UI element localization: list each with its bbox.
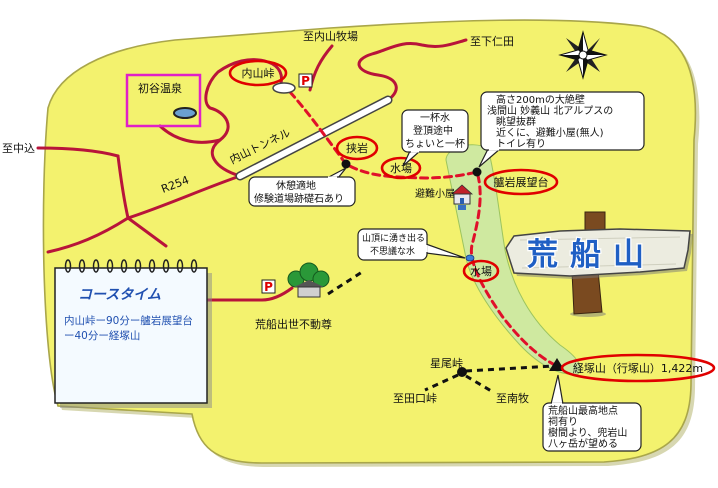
highlight-tomoiwa (483, 168, 559, 196)
road-to-fudoson (205, 286, 294, 302)
course-time-line: 内山峠ー90分ー艫岩展望台 (64, 314, 193, 327)
label-kyozukayama: 経塚山（行塚山）1,422m (573, 362, 703, 375)
label-mizuba-upper: 水場 (390, 162, 412, 175)
road-r254 (126, 174, 242, 220)
callout-summit-line: 樹間より、兜岩山 (548, 426, 627, 439)
label-hatsuya-onsen: 初谷温泉 (138, 81, 182, 95)
shrine-icon (287, 262, 330, 298)
label-uchiyama-toge: 内山峠 (242, 66, 275, 80)
parking-icon (298, 73, 313, 88)
course-time-title: コースタイム (78, 287, 161, 303)
callout-ippaisui: 一杯水 登頂途中 ちょいと一杯 (401, 109, 469, 167)
callout-kyukei-line: 休憩適地 (276, 179, 316, 192)
label-to-nakagome: 至中込 (2, 142, 35, 155)
label-tomoiwa: 艫岩展望台 (494, 175, 549, 189)
callout-tomoiwa-line: 近くに、避難小屋(無人) (496, 126, 604, 139)
spring-marker (465, 254, 475, 262)
callout-spring-line: 不思議な水 (370, 245, 415, 257)
highlight-mizuba-upper (380, 156, 422, 180)
sign-title: 荒船山 (527, 237, 656, 273)
callout-spring: 山頂に湧き出る 不思議な水 (357, 228, 466, 261)
callout-summit-line: 荒船山最高地点 (548, 404, 618, 417)
callout-summit-line: 祠有り (548, 415, 578, 428)
label-to-uchiyama-bokujo: 至内山牧場 (303, 29, 358, 43)
hoshio-toge-marker (457, 367, 467, 377)
trail-to-minamimaki (465, 374, 494, 394)
uchiyama-tunnel-fill (237, 97, 391, 179)
highlight-mizuba-lower (462, 259, 500, 283)
hasami-iwa-marker (341, 159, 351, 169)
uchiyama-parking-lot (272, 82, 296, 94)
callout-ippaisui-line: 登頂途中 (413, 124, 453, 137)
callout-tomoiwa-line: トイレ有り (496, 137, 546, 150)
trail-from-fudoson (327, 270, 363, 296)
road-lower-left (46, 216, 130, 254)
arafune-signboard: 荒船山 (505, 211, 693, 317)
callout-summit: 荒船山最高地点 祠有り 樹間より、兜岩山 八ヶ岳が望める (542, 374, 642, 452)
callout-tomoiwa-line: 眺望抜群 (496, 115, 536, 128)
parking-icon-label: P (264, 280, 273, 294)
highlight-hasami-iwa (335, 135, 379, 161)
highlight-kyozukayama (560, 353, 716, 383)
course-time-line: ー40分ー経塚山 (64, 329, 140, 342)
trail-hoshio-kyozuka (465, 364, 554, 373)
label-mizuba-lower: 水場 (470, 265, 492, 278)
hatsuya-onsen-box (125, 73, 202, 128)
notebook-icon (54, 267, 208, 404)
label-fudoson: 荒船出世不動尊 (255, 317, 332, 331)
callout-ippaisui-line: 一杯水 (420, 111, 450, 124)
label-to-shimonita: 至下仁田 (470, 35, 514, 48)
course-time-box: コースタイム 内山峠ー90分ー艫岩展望台 ー40分ー経塚山 (54, 259, 212, 408)
hot-spring-lake-icon (173, 107, 197, 119)
compass-rose-icon (558, 30, 608, 80)
label-hasami-iwa: 挟岩 (346, 141, 368, 155)
callout-tomoiwa-line: 高さ200mの大絶壁 (496, 93, 585, 106)
label-hinan-goya: 避難小屋 (415, 187, 455, 200)
road-onsen-access (158, 124, 222, 144)
road-network (36, 38, 468, 302)
callout-ippaisui-line: ちょいと一杯 (405, 137, 465, 150)
parking-icon-label: P (301, 74, 310, 88)
callout-kyukei: 休憩適地 修験道場跡礎石あり (248, 167, 356, 207)
sign-board (505, 228, 691, 277)
tomoiwa-marker (472, 167, 482, 177)
callout-kyukei-line: 修験道場跡礎石あり (254, 192, 344, 205)
parking-icon (261, 279, 276, 294)
road-to-shimonita (357, 38, 468, 102)
label-to-minamimaki: 至南牧 (496, 391, 529, 405)
callout-tomoiwa-info: 高さ200mの大絶壁 浅間山 妙義山 北アルプスの 眺望抜群 近くに、避難小屋(… (478, 91, 645, 168)
callout-tomoiwa-line: 浅間山 妙義山 北アルプスの (487, 104, 613, 117)
road-to-nakagome (36, 146, 120, 158)
callout-spring-line: 山頂に湧き出る (362, 232, 425, 244)
callout-summit-line: 八ヶ岳が望める (548, 437, 618, 450)
label-to-taguchi-toge: 至田口峠 (393, 391, 437, 405)
highlight-uchiyama-toge (228, 59, 288, 87)
notebook-rings (64, 259, 198, 273)
label-hoshio-toge: 星尾峠 (430, 356, 463, 370)
shelter-house-icon (450, 184, 474, 210)
